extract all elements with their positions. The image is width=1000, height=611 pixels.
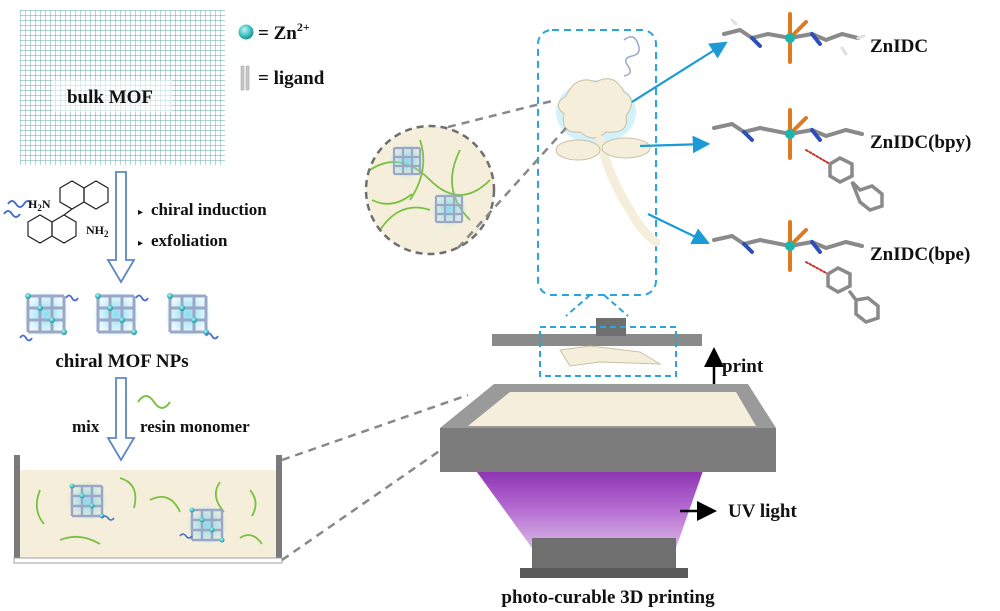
flower-leaf-left [555,139,601,161]
uv-light-label: UV light [728,501,797,522]
amine-label-2: NH2 [86,223,109,239]
exfoliation-label: exfoliation [151,231,228,250]
structure-znidc [722,12,866,64]
composite-zoom-circle [364,124,496,256]
zn-legend-label: = Zn2+ [258,20,310,44]
flower-zoom [537,29,661,317]
arrow-to-structure-1 [631,41,728,103]
flower-dashed-box [537,29,657,296]
flower-stem [595,135,661,247]
bulk-mof-label-bg [52,80,172,112]
arrow-to-structure-3 [647,213,710,245]
resin-monomer-label: resin monomer [140,417,250,436]
mof-np-2 [92,290,149,338]
zn-node-icon [238,24,254,40]
mof-np-1 [19,290,79,342]
build-platform [492,334,702,346]
chiral-mof-nps-label: chiral MOF NPs [55,351,188,372]
resin-monomer-icon [137,395,171,409]
chiral-induction-label: chiral induction [151,200,267,219]
structure-znidc-bpy [712,108,884,212]
zoom-circle-border [364,124,496,256]
zoom-line-top [281,393,469,462]
ligand-legend-label: = ligand [258,68,325,89]
printed-object [559,345,662,367]
process-arrow-2 [106,377,136,462]
resin-tank-surface [468,392,756,426]
chiral-mof-nps [19,290,219,342]
zoom-line-bottom [281,443,449,562]
bulk-mof-label: bulk MOF [67,87,153,108]
resin-vat [13,455,283,564]
resin-fill [20,470,276,560]
mof-np-3 [164,290,219,340]
3d-printer [440,318,776,578]
structure-2-label: ZnIDC(bpy) [870,132,971,153]
printed-object-box [539,326,677,377]
legend: = Zn2+ = ligand [238,20,325,91]
zoom-line-circle-top [447,98,557,129]
flower-leaf-right [601,137,651,159]
mix-label: mix [72,417,100,436]
structure-znidc-bpe [712,220,880,324]
structure-1-label: ZnIDC [870,36,928,57]
chiral-diamine-molecule [3,180,109,244]
arrow-to-structure-2 [639,135,711,154]
flower-head [558,78,632,139]
bullet-1: ▸ [138,207,143,218]
uv-beam [474,468,704,548]
structure-3-label: ZnIDC(bpe) [870,244,970,265]
bullet-2: ▸ [138,238,143,249]
process-arrow-1 [106,171,136,284]
ligand-icon [240,65,245,91]
print-label: print [722,356,764,377]
bulk-mof: bulk MOF [20,10,225,165]
amine-label-1: H2N [28,197,51,213]
ligand-icon-2 [245,65,250,91]
process-caption: photo-curable 3D printing [501,587,715,608]
